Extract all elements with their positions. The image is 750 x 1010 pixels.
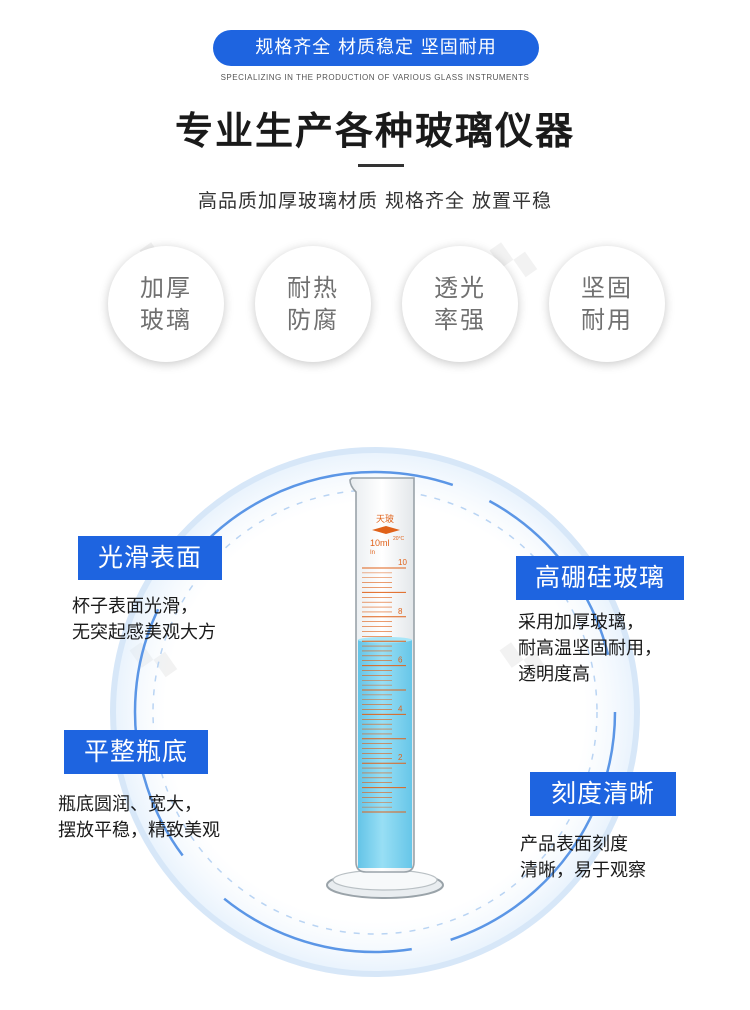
page-title: 专业生产各种玻璃仪器	[174, 109, 575, 153]
feature-label-line2: 耐用	[581, 306, 633, 334]
desc-line: 采用加厚玻璃，	[518, 612, 644, 633]
feature-heat-resistant: 耐热 防腐	[255, 246, 371, 362]
feature-label-line2: 防腐	[287, 306, 339, 334]
callout-flat-bottom-desc: 瓶底圆润、宽大， 摆放平稳，精致美观	[58, 792, 220, 844]
scale-marks: 10 8 6 4 2	[362, 558, 407, 813]
liquid-surface	[358, 636, 412, 643]
feature-durable: 坚固 耐用	[549, 246, 665, 362]
unit-label: In	[370, 550, 375, 556]
title-divider	[358, 164, 404, 167]
desc-line: 无突起感美观大方	[72, 622, 216, 643]
tagline: 高品质加厚玻璃材质 规格齐全 放置平稳	[197, 190, 553, 212]
callout-borosilicate-title: 高硼硅玻璃	[516, 556, 684, 600]
brand-label: 天玻	[376, 513, 394, 525]
liquid-fill	[358, 639, 412, 868]
callout-smooth-surface-desc: 杯子表面光滑， 无突起感美观大方	[72, 594, 216, 646]
middle-ring	[133, 470, 617, 954]
header-pill: 规格齐全 材质稳定 坚固耐用	[213, 30, 539, 66]
feature-thick-glass: 加厚 玻璃	[108, 246, 224, 362]
desc-line: 产品表面刻度	[520, 834, 628, 855]
feature-label-line1: 透光	[434, 274, 486, 302]
brand-diamond	[372, 526, 400, 534]
feature-label-line1: 加厚	[140, 274, 192, 302]
scale-label: 6	[398, 656, 403, 665]
desc-line: 透明度高	[518, 664, 590, 685]
scale-label: 2	[398, 753, 403, 762]
feature-label-line2: 玻璃	[140, 306, 192, 334]
scale-label: 4	[398, 704, 403, 713]
inner-ring	[152, 489, 598, 935]
desc-line: 清晰，易于观察	[520, 860, 646, 881]
callout-borosilicate-desc: 采用加厚玻璃， 耐高温坚固耐用， 透明度高	[518, 610, 662, 688]
scale-label: 8	[398, 607, 403, 616]
graduated-cylinder: 10 8 6 4 2 天玻 10ml 20°C In	[326, 477, 444, 899]
desc-line: 摆放平稳，精致美观	[58, 820, 220, 841]
english-subtitle: SPECIALIZING IN THE PRODUCTION OF VARIOU…	[220, 73, 530, 82]
callout-flat-bottom-title: 平整瓶底	[64, 730, 208, 774]
feature-transparency: 透光 率强	[402, 246, 518, 362]
feature-label-line1: 坚固	[581, 274, 633, 302]
feature-label-line2: 率强	[434, 306, 486, 334]
callout-clear-scale-desc: 产品表面刻度 清晰，易于观察	[520, 832, 646, 884]
feature-label-line1: 耐热	[287, 274, 339, 302]
scale-label: 10	[398, 558, 407, 567]
desc-line: 瓶底圆润、宽大，	[58, 794, 202, 815]
callout-smooth-surface-title: 光滑表面	[78, 536, 222, 580]
capacity-label: 10ml	[370, 538, 390, 548]
desc-line: 耐高温坚固耐用，	[518, 638, 662, 659]
desc-line: 杯子表面光滑，	[72, 596, 198, 617]
callout-clear-scale-title: 刻度清晰	[530, 772, 676, 816]
temperature-label: 20°C	[393, 536, 405, 542]
